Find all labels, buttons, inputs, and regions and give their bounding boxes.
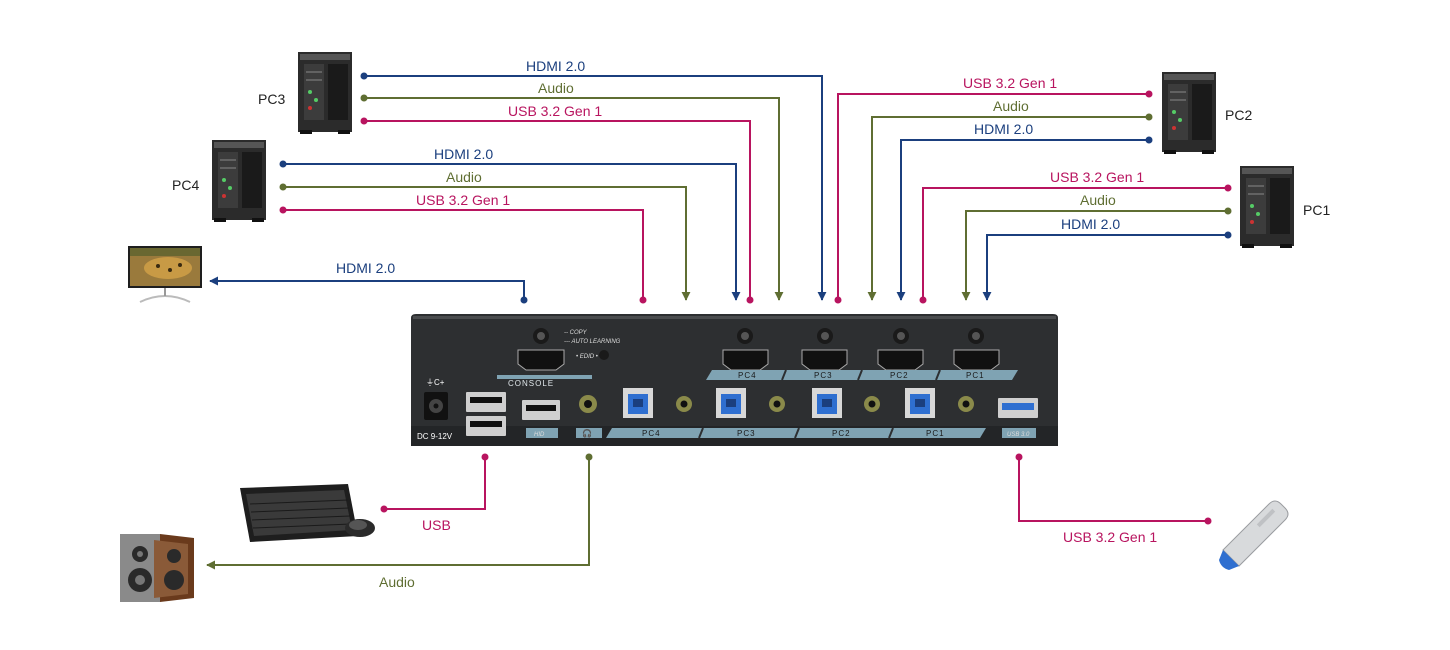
auto-learning-label: --- AUTO LEARNING [564, 339, 621, 345]
pc2-usb-b-port [812, 388, 842, 418]
monitor-icon [128, 246, 202, 303]
keyboard-mouse-icon [240, 484, 375, 542]
pc2-audio-cable [867, 113, 1153, 301]
keyboard-usb-cable [380, 453, 489, 513]
pc4-usb-cable [279, 206, 647, 304]
edid-button [599, 350, 609, 360]
dc-label: DC 9-12V [417, 432, 453, 441]
console-usb-port-top [466, 392, 506, 412]
pc1-audio-label: Audio [1080, 192, 1116, 208]
speaker-audio-label: Audio [379, 574, 415, 590]
pc2-hdmi-cable [896, 136, 1153, 301]
pc1-audio-jack [958, 396, 974, 412]
pc3-usb-cable [360, 117, 754, 304]
hdmi-label-pc4: PC4 [738, 371, 757, 380]
edid-label: • EDID • [576, 354, 598, 360]
svg-text:⏚C+: ⏚C+ [426, 378, 445, 387]
hid-usb-port [522, 400, 560, 420]
pc2-label: PC2 [1225, 107, 1252, 123]
pc4-label: PC4 [172, 177, 199, 193]
pc4-hdmi-port [722, 328, 769, 371]
monitor-hdmi-cable [209, 276, 528, 304]
pc3-hdmi-cable [360, 72, 827, 301]
keyboard-usb-label: USB [422, 517, 451, 533]
pc1-audio-cable [961, 207, 1232, 301]
pc2-usb-label: USB 3.2 Gen 1 [963, 75, 1057, 91]
usb-label-pc4: PC4 [642, 429, 661, 438]
pc4-tower-icon [212, 140, 266, 222]
pc3-label: PC3 [258, 91, 285, 107]
hdmi-label-pc3: PC3 [814, 371, 833, 380]
pc2-audio-label: Audio [993, 98, 1029, 114]
console-audio-jack [579, 395, 597, 413]
pc3-audio-jack [769, 396, 785, 412]
usb30-port [998, 398, 1038, 418]
usb-flash-drive-icon [1219, 500, 1289, 570]
pc1-usb-label: USB 3.2 Gen 1 [1050, 169, 1144, 185]
pc4-hdmi-cable [279, 160, 741, 301]
pc3-usb-b-port [716, 388, 746, 418]
dc-power-port: ⏚C+ [424, 378, 448, 420]
pc2-hdmi-port [877, 328, 924, 371]
pc1-tower-icon [1240, 166, 1294, 248]
hdmi-label-pc2: PC2 [890, 371, 909, 380]
pc3-tower-icon [298, 52, 352, 134]
flash-usb-cable [1015, 453, 1212, 525]
copy-label: -- COPY [564, 330, 588, 336]
pc1-hdmi-label: HDMI 2.0 [1061, 216, 1120, 232]
speaker-icon [120, 534, 194, 602]
speaker-audio-cable [206, 453, 593, 570]
svg-text:🎧: 🎧 [582, 428, 592, 438]
usb-label-pc1: PC1 [926, 429, 945, 438]
pc1-usb-cable [919, 184, 1232, 304]
pc2-hdmi-label: HDMI 2.0 [974, 121, 1033, 137]
pc2-audio-jack [864, 396, 880, 412]
kvm-switch-rear-panel: ⏚C+ DC 9-12V CONSOLE HID 🎧 [411, 314, 1058, 446]
pc1-hdmi-cable [982, 231, 1232, 301]
pc4-audio-cable [279, 183, 691, 301]
pc4-hdmi-label: HDMI 2.0 [434, 146, 493, 162]
hid-label: HID [534, 432, 545, 438]
pc3-audio-cable [360, 94, 784, 301]
usb-label-pc3: PC3 [737, 429, 756, 438]
usb-label-pc2: PC2 [832, 429, 851, 438]
pc4-usb-b-port [623, 388, 653, 418]
pc3-audio-label: Audio [538, 80, 574, 96]
pc3-usb-label: USB 3.2 Gen 1 [508, 103, 602, 119]
hdmi-label-pc1: PC1 [966, 371, 985, 380]
pc2-usb-cable [834, 90, 1153, 304]
pc2-tower-icon [1162, 72, 1216, 154]
console-label: CONSOLE [508, 379, 554, 388]
monitor-hdmi-label: HDMI 2.0 [336, 260, 395, 276]
pc3-hdmi-port [801, 328, 848, 371]
pc4-audio-jack [676, 396, 692, 412]
pc1-label: PC1 [1303, 202, 1330, 218]
pc3-hdmi-label: HDMI 2.0 [526, 58, 585, 74]
pc1-usb-b-port [905, 388, 935, 418]
flash-usb-label: USB 3.2 Gen 1 [1063, 529, 1157, 545]
usb30-label: USB 3.0 [1007, 432, 1030, 438]
pc4-usb-label: USB 3.2 Gen 1 [416, 192, 510, 208]
pc4-audio-label: Audio [446, 169, 482, 185]
console-hdmi-port [517, 328, 565, 371]
console-usb-port-bottom [466, 416, 506, 436]
